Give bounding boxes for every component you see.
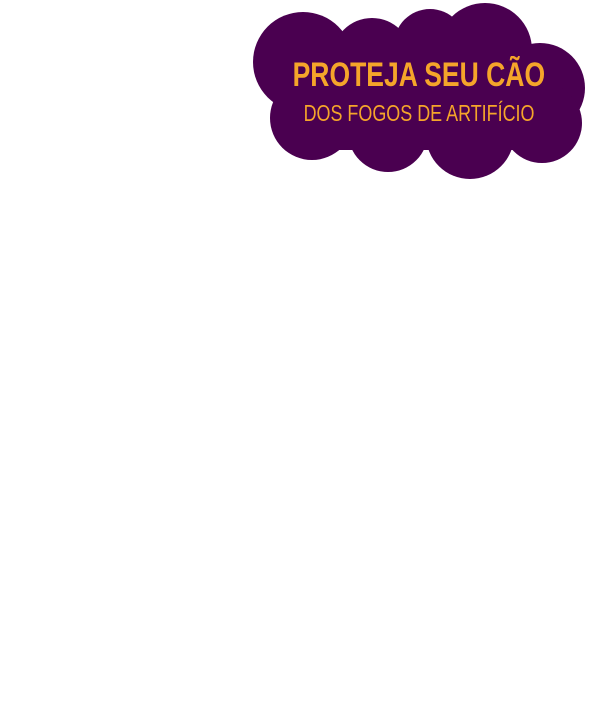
cloud-badge-shape: [253, 3, 585, 179]
badge-title: PROTEJA SEU CÃO: [292, 56, 546, 94]
badge-subtitle: DOS FOGOS DE ARTIFÍCIO: [303, 100, 535, 126]
